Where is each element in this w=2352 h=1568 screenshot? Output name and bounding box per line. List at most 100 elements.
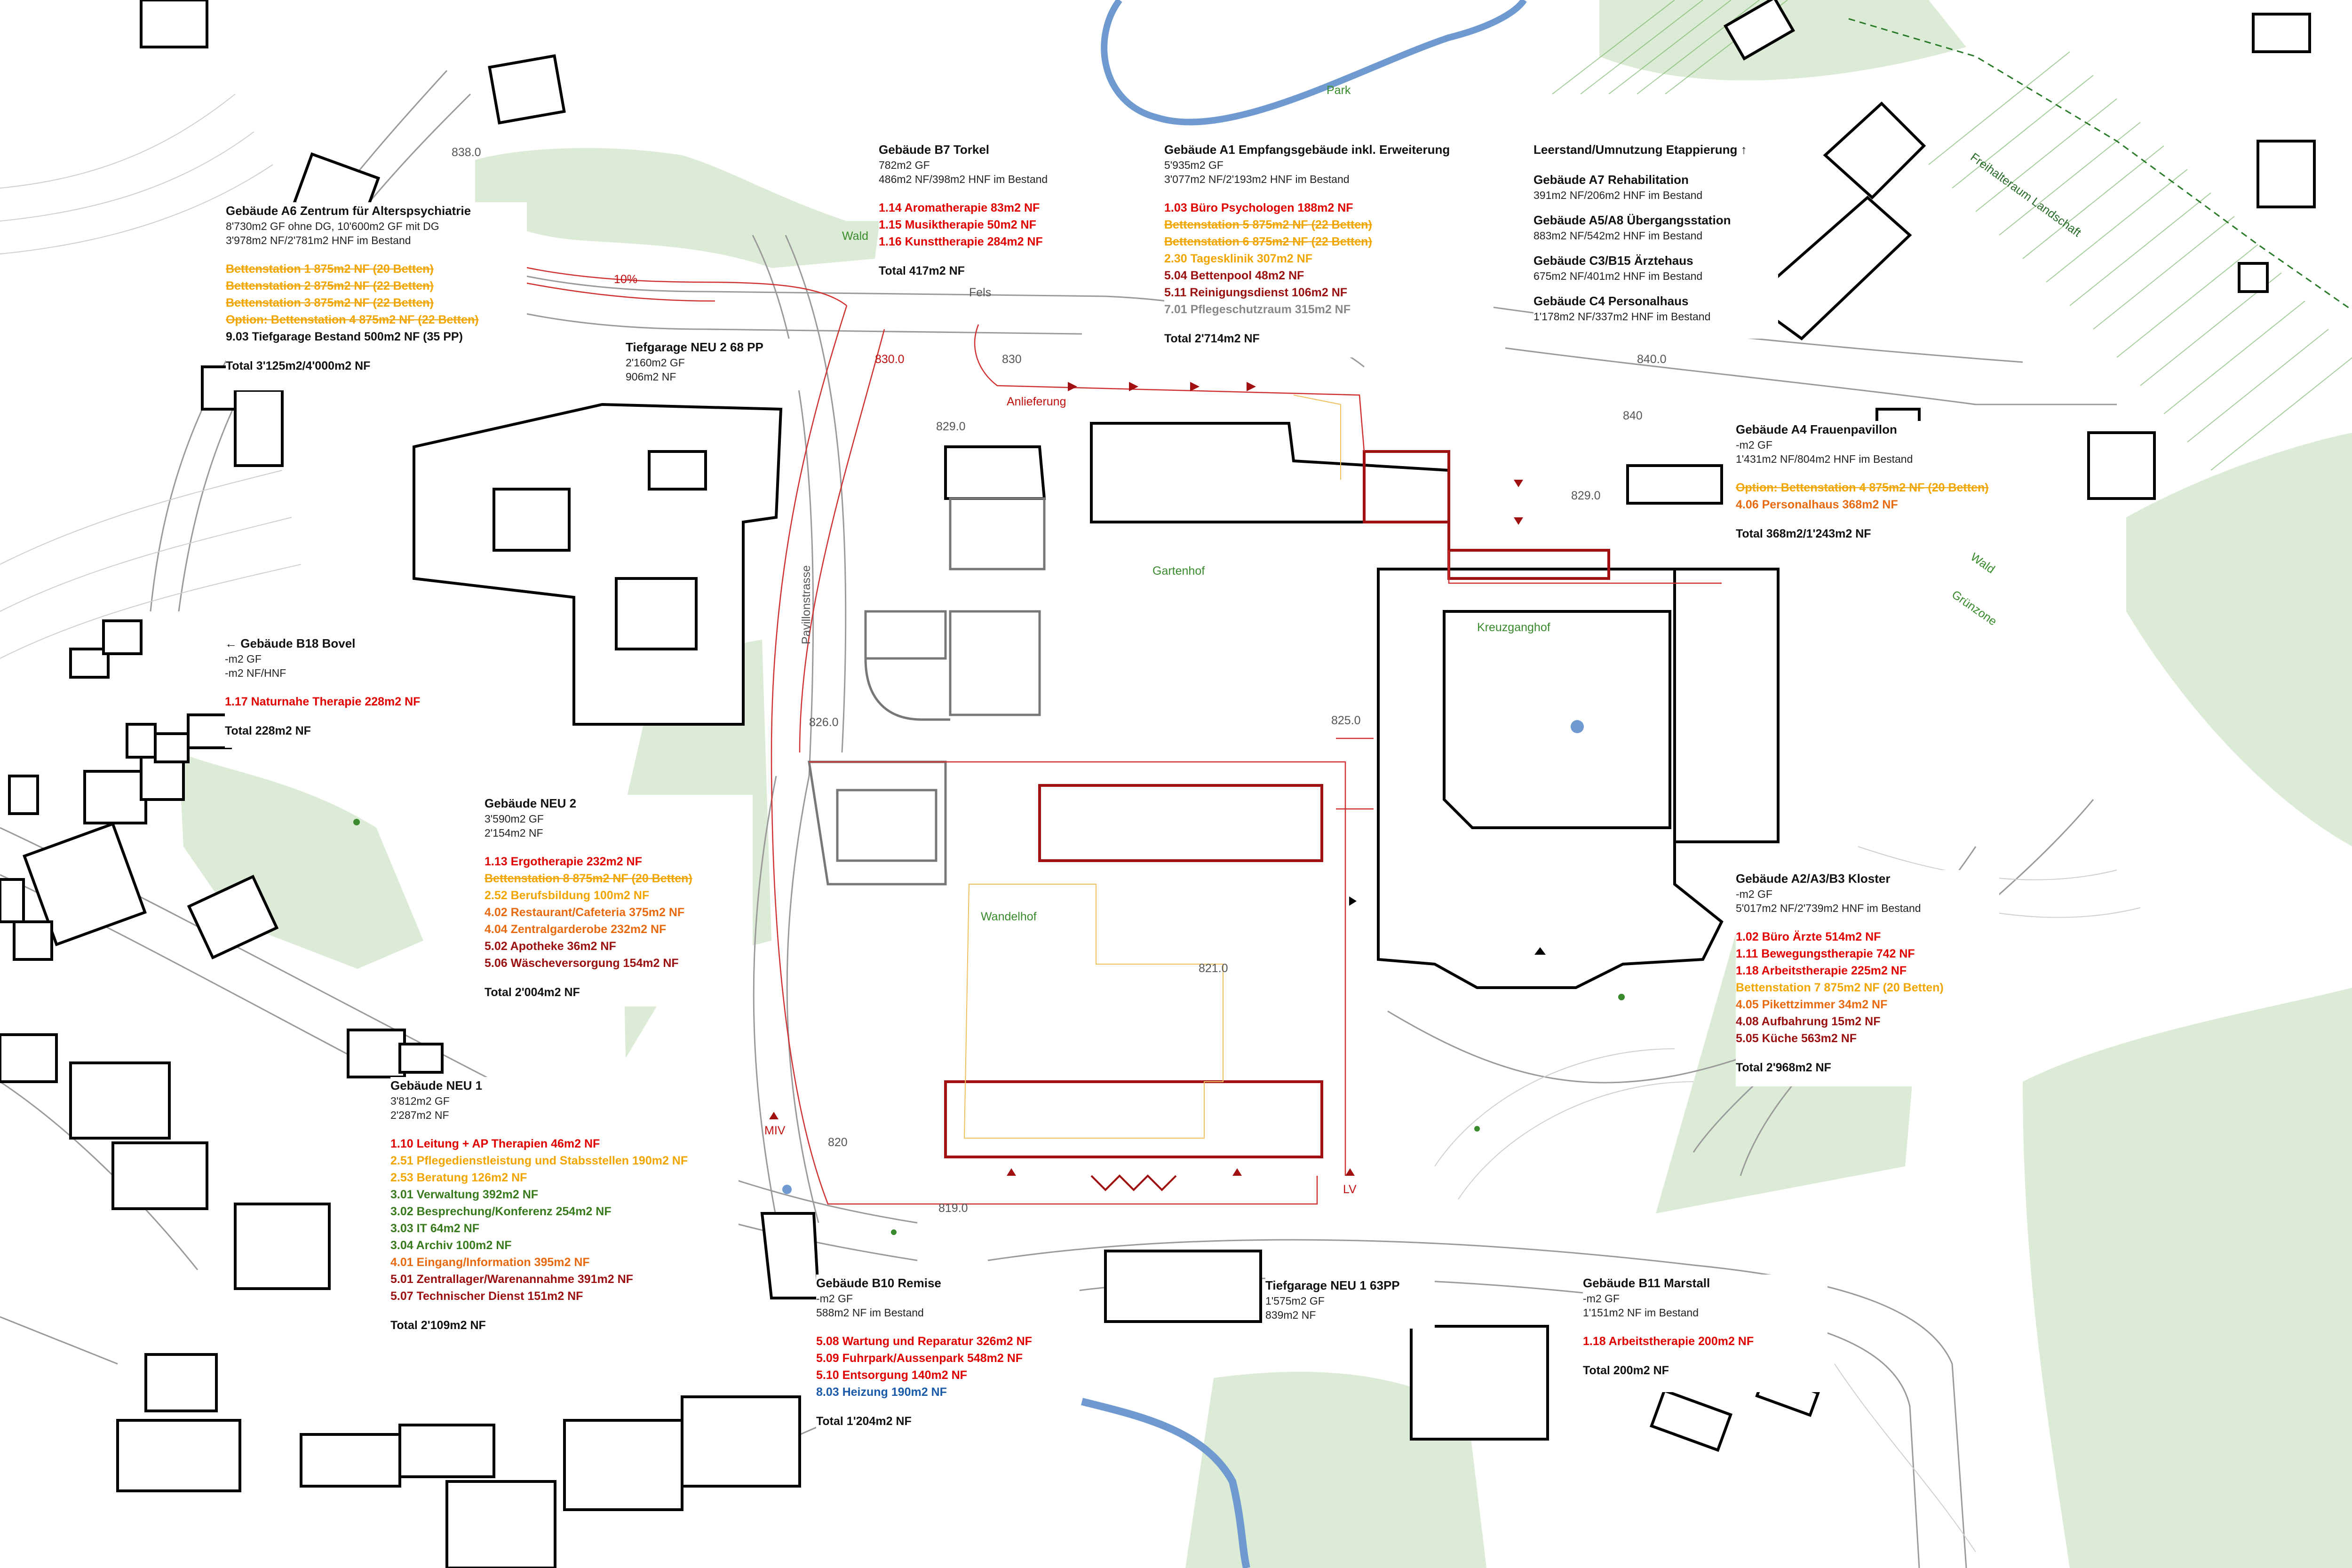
elevation-826: 826.0 [809,716,839,729]
fels-label: Fels [969,286,992,299]
card-item: 5.01 Zentrallager/Warenannahme 391m2 NF [390,1273,633,1286]
card-item: 3.04 Archiv 100m2 NF [390,1239,512,1252]
card-a6-zentrum: Gebäude A6 Zentrum für Alterspsychiatrie… [226,202,527,390]
pavillonstrasse-label: Pavillonstrasse [800,565,813,644]
card-title: Tiefgarage NEU 2 68 PP [626,340,763,354]
entrance-triangle [1349,896,1357,906]
card-item: 1.16 Kunsttherapie 284m2 NF [879,235,1043,248]
card-total: Total 417m2 NF [879,264,965,277]
card-item: 4.01 Eingang/Information 395m2 NF [390,1256,590,1269]
card-total: Total 2'004m2 NF [485,986,580,999]
card-total: Total 200m2 NF [1583,1364,1669,1377]
card-item: 4.04 Zentralgarderobe 232m2 NF [485,923,667,936]
card-total: Total 368m2/1'243m2 NF [1736,527,1871,540]
lv-label: LV [1343,1183,1357,1196]
card-tiefgarage-neu2: Tiefgarage NEU 2 68 PP 2'160m2 GF 906m2 … [626,339,814,390]
elevation-829: 829.0 [936,420,966,433]
card-meta: 3'978m2 NF/2'781m2 HNF im Bestand [226,234,411,246]
card-item: 5.06 Wäscheversorgung 154m2 NF [485,957,679,970]
card-item: 3.01 Verwaltung 392m2 NF [390,1188,539,1201]
miv-label: MIV [764,1124,786,1137]
card-neu2: Gebäude NEU 2 3'590m2 GF 2'154m2 NF 1.13… [485,795,753,1006]
gartenhof-structures [808,497,1046,886]
card-item: 2.53 Beratung 126m2 NF [390,1171,527,1184]
card-item: Bettenstation 1 875m2 NF (20 Betten) [226,262,434,276]
card-meta: 782m2 GF [879,159,930,171]
entry-meta: 675m2 NF/401m2 HNF im Bestand [1534,270,1703,282]
card-total: Total 228m2 NF [225,724,311,737]
card-meta: 8'730m2 GF ohne DG, 10'600m2 GF mit DG [226,220,439,232]
wald-label-top: Wald [842,230,869,243]
card-item: 1.11 Bewegungstherapie 742 NF [1736,947,1915,960]
card-item: 2.51 Pflegedienstleistung und Stabsstell… [390,1154,688,1167]
card-item: 5.09 Fuhrpark/Aussenpark 548m2 NF [816,1352,1023,1365]
card-total: Total 1'204m2 NF [816,1415,912,1428]
card-title: Gebäude NEU 1 [390,1078,483,1093]
card-item: 3.02 Besprechung/Konferenz 254m2 NF [390,1205,612,1218]
card-meta: 2'160m2 GF [626,356,685,369]
entrance-triangle-kloster [1534,947,1546,955]
contour-lines [0,94,2141,1552]
card-title: Leerstand/Umnutzung Etappierung ↑ [1534,143,1747,157]
card-item: 1.15 Musiktherapie 50m2 NF [879,218,1036,231]
landscape-boundary [1848,18,2352,311]
card-b11-marstall: Gebäude B11 Marstall -m2 GF 1'151m2 NF i… [1583,1275,1828,1392]
card-item: 1.18 Arbeitstherapie 225m2 NF [1736,964,1907,977]
card-item: Option: Bettenstation 4 875m2 NF (20 Bet… [1736,481,1989,494]
elevation-830: 830.0 [875,353,905,366]
card-item: 9.03 Tiefgarage Bestand 500m2 NF (35 PP) [226,330,463,343]
card-total: Total 2'714m2 NF [1164,332,1260,345]
card-item: 5.04 Bettenpool 48m2 NF [1164,269,1304,282]
card-item: 2.52 Berufsbildung 100m2 NF [485,889,650,902]
card-tiefgarage-neu1: Tiefgarage NEU 1 63PP 1'575m2 GF 839m2 N… [1265,1277,1435,1329]
card-meta: -m2 GF [816,1292,853,1305]
card-meta: 839m2 NF [1265,1309,1316,1321]
entry-title: Gebäude C3/B15 Ärztehaus [1534,253,1693,268]
river [1101,0,1527,126]
card-total: Total 2'109m2 NF [390,1319,486,1332]
card-meta: 3'590m2 GF [485,813,544,825]
card-total: Total 2'968m2 NF [1736,1061,1831,1074]
card-item: Bettenstation 3 875m2 NF (22 Betten) [226,296,434,309]
elevation-840: 840.0 [1637,353,1667,366]
card-item: 4.05 Pikettzimmer 34m2 NF [1736,998,1888,1011]
flower-marker [782,1185,792,1194]
entry-title: Gebäude A7 Rehabilitation [1534,173,1689,187]
card-item: 3.03 IT 64m2 NF [390,1222,479,1235]
card-neu1: Gebäude NEU 1 3'812m2 GF 2'287m2 NF 1.10… [390,1077,739,1340]
card-item: 5.07 Technischer Dienst 151m2 NF [390,1290,583,1303]
card-meta: 5'017m2 NF/2'739m2 HNF im Bestand [1736,902,1921,914]
card-title: Gebäude B11 Marstall [1583,1276,1710,1290]
new-buildings [944,450,1610,1158]
anlieferung-label: Anlieferung [1007,395,1066,408]
kreuzganghof-label: Kreuzganghof [1477,621,1550,634]
card-meta: -m2 NF/HNF [225,667,286,679]
card-item: 1.18 Arbeitstherapie 200m2 NF [1583,1335,1754,1348]
elevation-825: 825.0 [1331,714,1361,727]
park-label: Park [1327,84,1351,97]
card-b7-torkel: Gebäude B7 Torkel 782m2 GF 486m2 NF/398m… [879,141,1072,287]
card-b10-remise: Gebäude B10 Remise -m2 GF 588m2 NF im Be… [816,1275,1080,1439]
card-item: Bettenstation 7 875m2 NF (20 Betten) [1736,981,1944,994]
entry-meta: 883m2 NF/542m2 HNF im Bestand [1534,230,1703,242]
card-meta: 3'077m2 NF/2'193m2 HNF im Bestand [1164,173,1350,185]
card-meta: 5'935m2 GF [1164,159,1224,171]
card-item: 1.02 Büro Ärzte 514m2 NF [1736,930,1881,943]
card-b18-bovel: ← Gebäude B18 Bovel -m2 GF -m2 NF/HNF 1.… [225,635,465,748]
zigzag [1090,1174,1177,1191]
card-title: Gebäude B10 Remise [816,1276,941,1290]
card-item: Bettenstation 6 875m2 NF (22 Betten) [1164,235,1372,248]
card-title: ← Gebäude B18 Bovel [225,636,356,650]
card-item: Bettenstation 5 875m2 NF (22 Betten) [1164,218,1372,231]
card-item: 5.02 Apotheke 36m2 NF [485,940,616,953]
card-title: Tiefgarage NEU 1 63PP [1265,1278,1400,1292]
card-item: 4.02 Restaurant/Cafeteria 375m2 NF [485,906,685,919]
card-item: 8.03 Heizung 190m2 NF [816,1386,947,1399]
card-item: 1.03 Büro Psychologen 188m2 NF [1164,201,1353,214]
wandelhof-label: Wandelhof [981,910,1037,923]
card-meta: 906m2 NF [626,371,676,383]
card-item: 2.30 Tagesklinik 307m2 NF [1164,252,1312,265]
elevation-820: 820 [828,1136,848,1149]
card-item: 5.05 Küche 563m2 NF [1736,1032,1857,1045]
entry-title: Gebäude A5/A8 Übergangsstation [1534,213,1731,227]
